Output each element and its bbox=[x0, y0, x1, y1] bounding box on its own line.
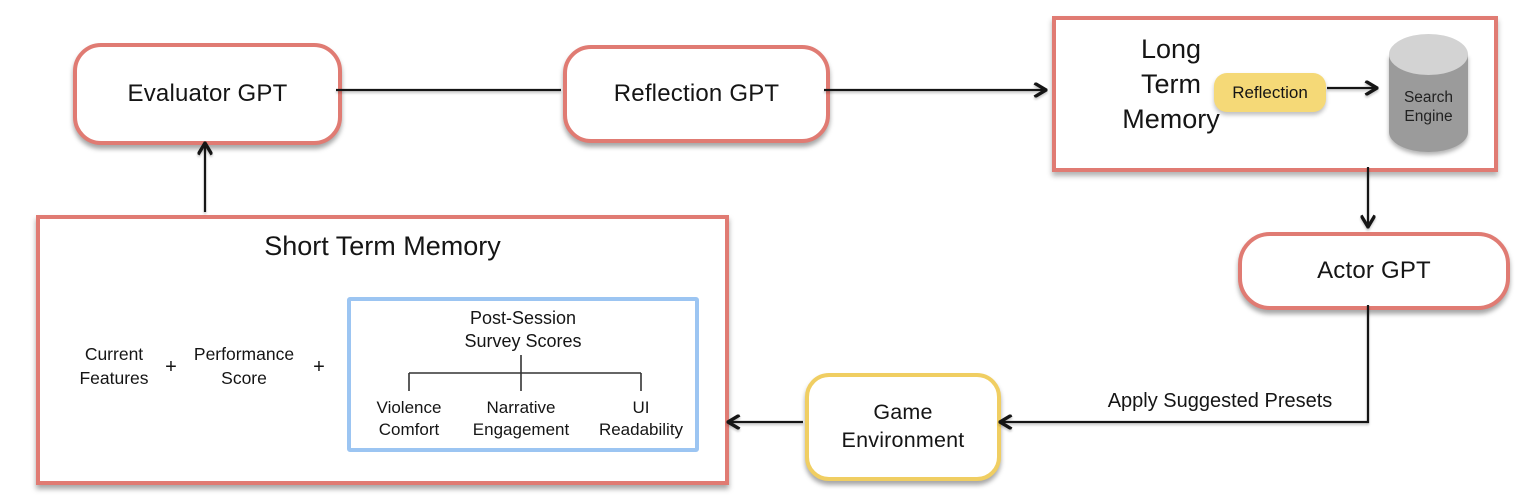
actor-gpt-label: Actor GPT bbox=[1317, 257, 1431, 284]
search-engine-database-icon: Search Engine bbox=[1389, 34, 1468, 152]
violence-comfort-label: Violence Comfort bbox=[376, 398, 442, 440]
ui-readability-label: UI Readability bbox=[598, 398, 684, 440]
evaluator-gpt-node: Evaluator GPT bbox=[73, 43, 342, 145]
plus-sign: + bbox=[313, 356, 325, 378]
current-features-label: Current Features bbox=[79, 344, 149, 388]
apply-presets-label: Apply Suggested Presets bbox=[1107, 390, 1333, 412]
narrative-engagement-label: Narrative Engagement bbox=[472, 398, 570, 440]
performance-score-label: Performance Score bbox=[193, 344, 295, 388]
plus-sign: + bbox=[165, 356, 177, 378]
long-term-memory-box: Long Term Memory Reflection Search Engin… bbox=[1052, 16, 1498, 172]
survey-tree-connector bbox=[408, 355, 642, 391]
database-cylinder-top bbox=[1389, 34, 1468, 75]
survey-scores-title: Post-Session Survey Scores bbox=[464, 308, 582, 352]
search-engine-label: Search Engine bbox=[1403, 89, 1454, 126]
survey-scores-box: Post-Session Survey Scores Violence Comf… bbox=[347, 297, 699, 452]
reflection-gpt-label: Reflection GPT bbox=[613, 80, 780, 107]
long-term-memory-title: Long Term Memory bbox=[1122, 34, 1220, 135]
game-environment-label: Game Environment bbox=[841, 400, 965, 452]
reflection-gpt-node: Reflection GPT bbox=[563, 45, 830, 143]
reflection-pill-label: Reflection bbox=[1232, 82, 1308, 102]
game-environment-node: Game Environment bbox=[805, 373, 1001, 481]
short-term-memory-box: Short Term Memory Current Features + Per… bbox=[36, 215, 729, 485]
short-term-memory-title: Short Term Memory bbox=[264, 231, 501, 261]
evaluator-gpt-label: Evaluator GPT bbox=[127, 80, 288, 107]
actor-gpt-node: Actor GPT bbox=[1238, 232, 1510, 310]
reflection-pill: Reflection bbox=[1214, 73, 1326, 112]
